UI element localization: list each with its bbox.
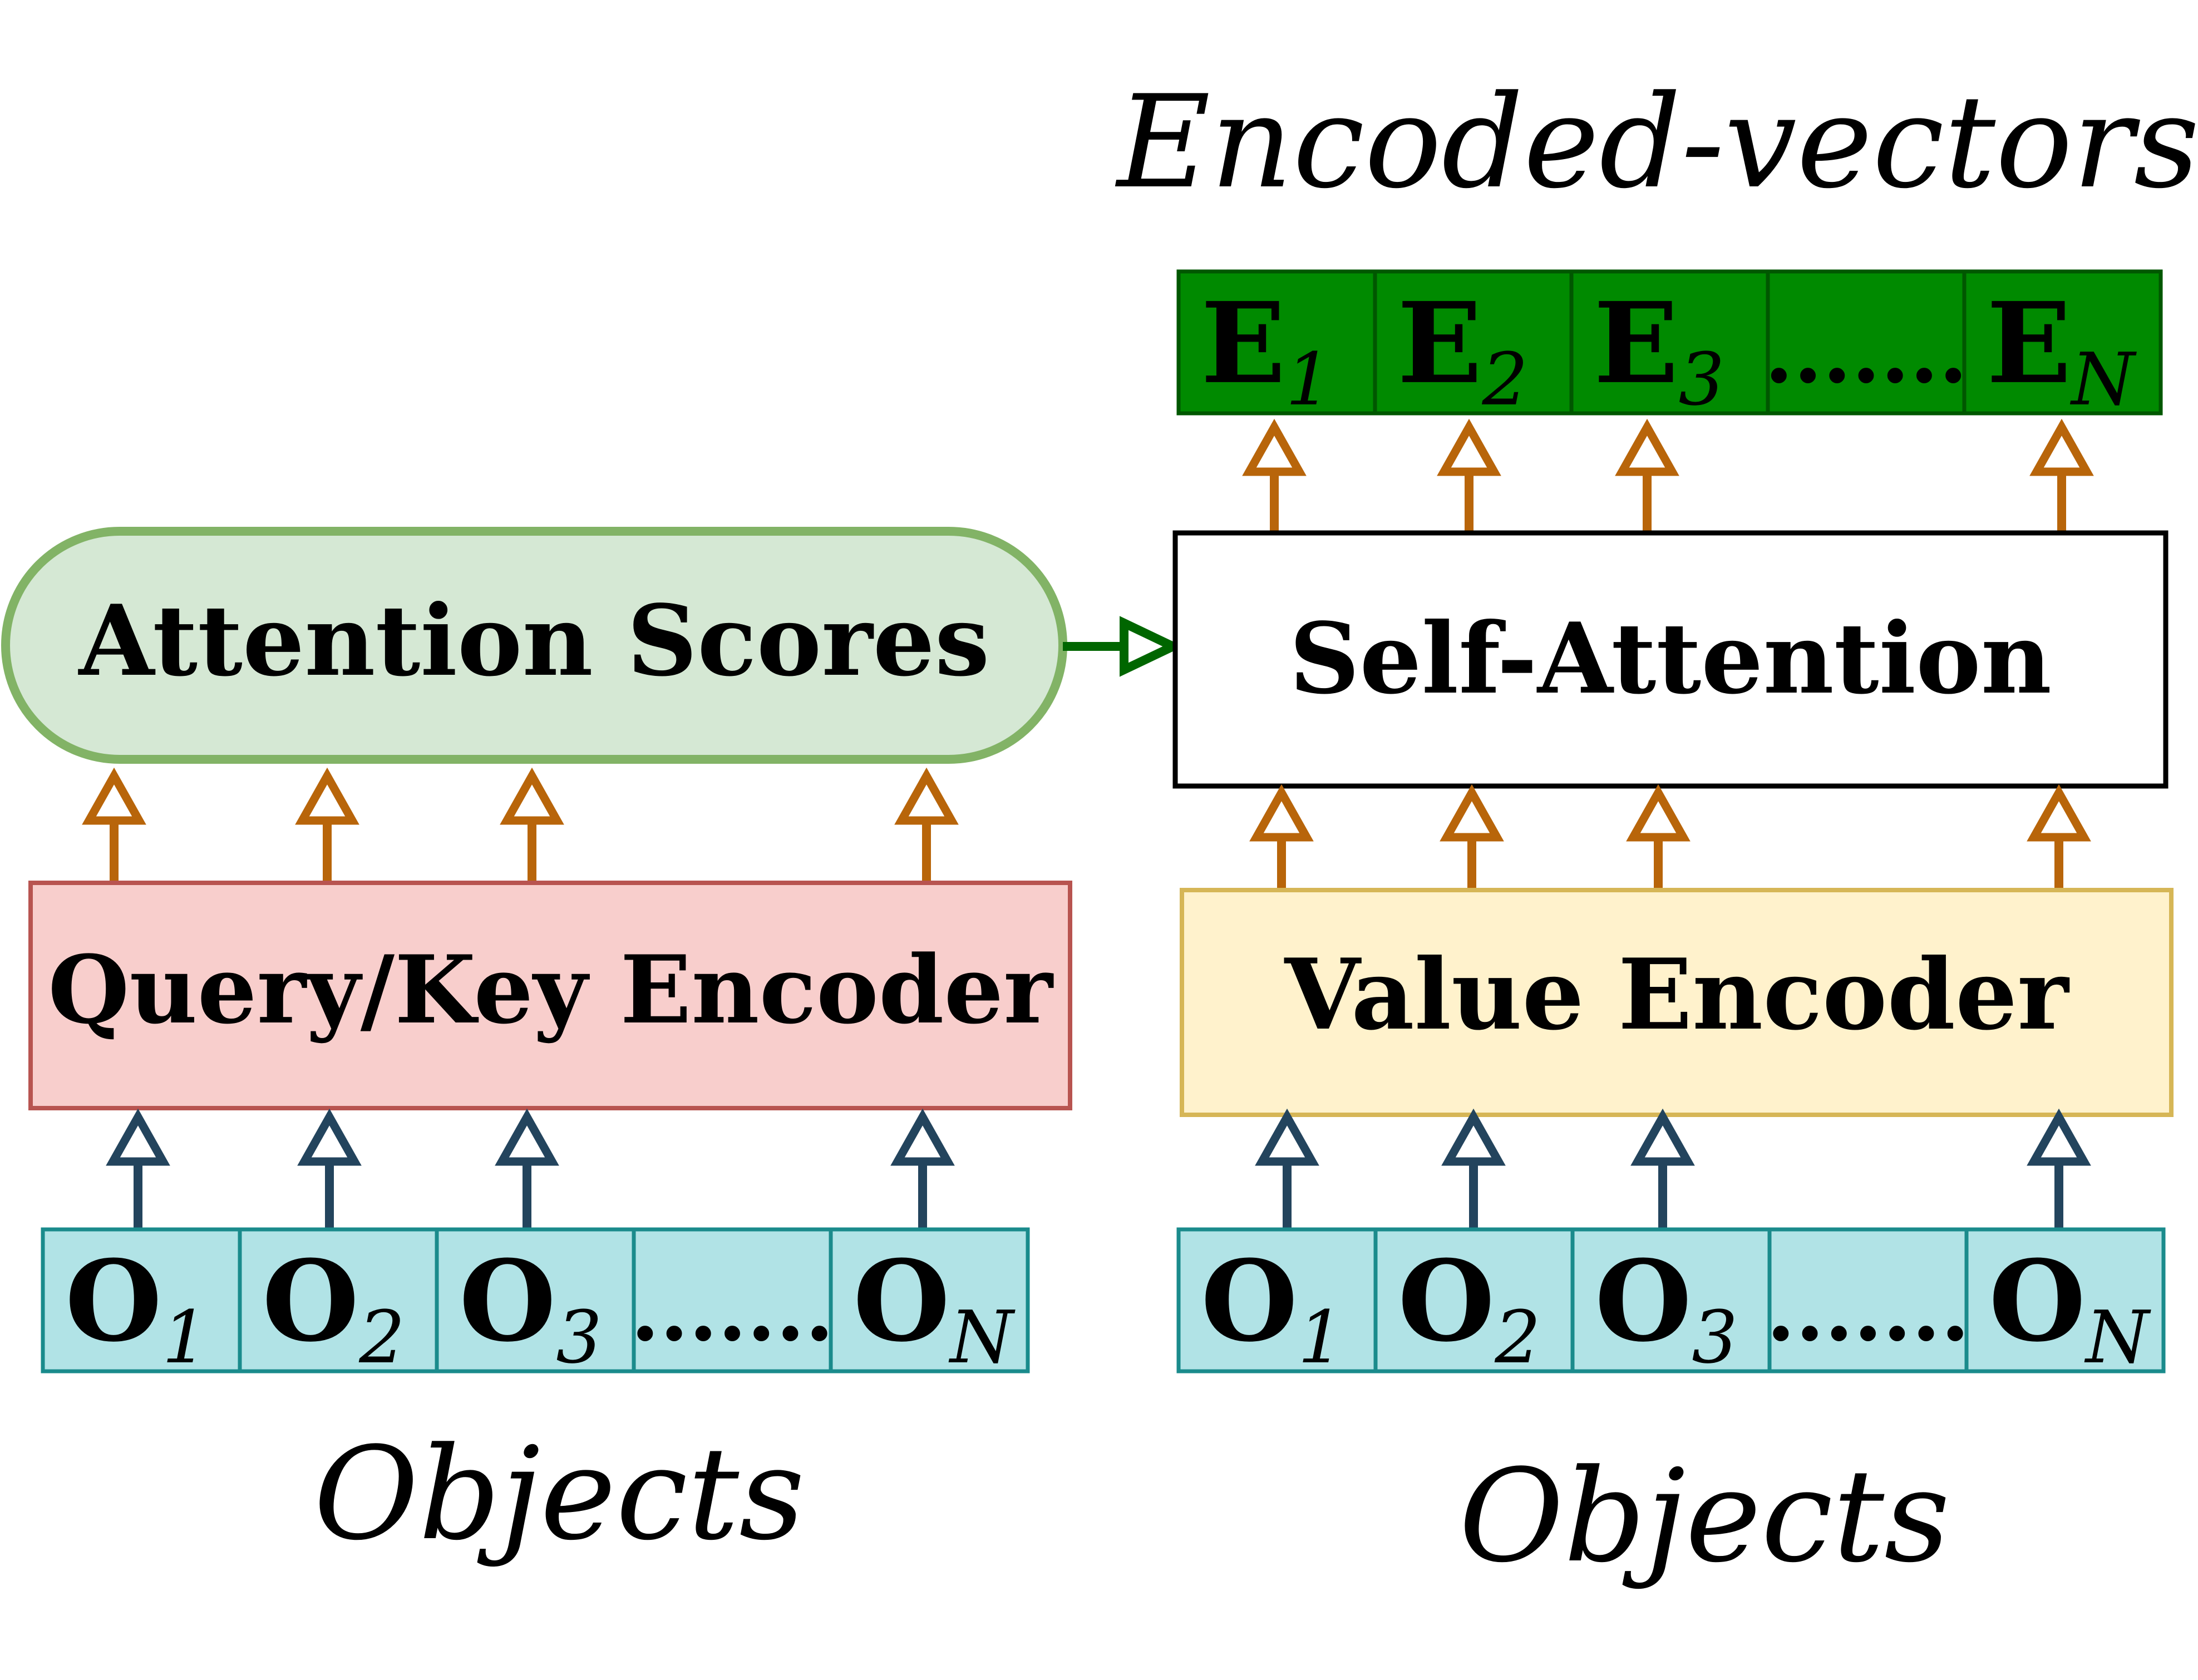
right-object-subscript: 2 [1494,1295,1541,1380]
right-object-label-3: O3 [1595,1236,1738,1380]
qk-arrow-head-4 [894,767,959,825]
value-arrow-head-4 [2027,784,2091,842]
query-key-encoder-box [28,881,1072,1110]
left-object-label-2: O2 [262,1236,405,1380]
left-object-label-3: O3 [459,1236,602,1380]
encoded-vector-subscript: 2 [1481,337,1528,422]
left-object-subscript: N [948,1295,1016,1380]
left-object-cell-1 [41,1227,242,1373]
right-object-ellipsis: ....... [1766,1262,1970,1360]
self-attention-to-encoded-arrows [1242,418,2094,531]
value-encoder-box [1180,888,2174,1117]
encoded-vector-subscript: N [2069,337,2137,422]
value-encoder-label: Value Encoder [1284,938,2070,1052]
left-object-subscript: 3 [556,1295,602,1380]
right-obj-arrow-head-4 [2027,1108,2091,1166]
value-arrow-head-1 [1249,784,1314,842]
encoded-vector-cell-1 [1176,269,1377,416]
left-obj-arrow-head-4 [890,1108,955,1166]
encoded-vector-subscript: 3 [1678,337,1724,422]
encoded-vector-cell-3 [1569,269,1770,416]
right-object-cell-4 [1767,1227,1969,1373]
self-attention-label: Self-Attention [1289,602,2052,716]
attention-scores-label: Attention Scores [78,584,990,698]
top-arrow-head-3 [1615,418,1679,476]
left-object-cell-2 [238,1227,439,1373]
right-obj-arrow-head-2 [1441,1108,1506,1166]
value-to-self-attention-arrows [1249,784,2091,888]
right-object-cell-1 [1176,1227,1378,1373]
encoded-vector-cell-4 [1766,269,1967,416]
left-obj-arrow-head-3 [495,1108,559,1166]
right-object-subscript: 3 [1692,1295,1738,1380]
encoded-vector-ellipsis: ....... [1765,304,1968,402]
right-obj-arrow-head-3 [1630,1108,1695,1166]
left-object-subscript: 1 [162,1295,208,1380]
left-object-ellipsis: ....... [630,1262,834,1360]
left-obj-arrow-head-2 [297,1108,362,1166]
right-obj-arrow-head-1 [1255,1108,1319,1166]
query-key-encoder-label: Query/Key Encoder [48,935,1054,1045]
right-object-subscript: 1 [1298,1295,1344,1380]
top-arrow-head-2 [1437,418,1501,476]
encoded-vector-cell-5 [1962,269,2163,416]
left-object-cell-4 [632,1227,833,1373]
top-arrow-head-4 [2029,418,2094,476]
qk-to-attention-arrows [82,767,959,882]
left-obj-arrow-head-1 [106,1108,170,1166]
left-objects-to-qk-arrows [106,1108,955,1228]
qk-arrow-head-2 [295,767,359,825]
left-object-cell-5 [829,1227,1030,1373]
attention-to-self-attention-arrow [1063,616,1184,677]
self-attention-box [1172,530,2169,789]
right-objects-to-value-arrows [1255,1108,2091,1228]
right-object-cell-5 [1964,1227,2166,1373]
right-object-subscript: N [2084,1295,2151,1380]
encoded-vectors-title: Encoded-vectors [1115,68,2198,217]
value-arrow-head-3 [1626,784,1691,842]
qk-arrow-head-1 [82,767,146,825]
right-objects-caption: Objects [1459,1442,1950,1591]
encoded-vector-subscript: 1 [1285,337,1332,422]
top-arrow-head-1 [1242,418,1307,476]
left-object-subscript: 2 [358,1295,405,1380]
left-objects-caption: Objects [314,1420,805,1569]
value-arrow-head-2 [1440,784,1504,842]
qk-arrow-head-3 [500,767,564,825]
left-object-cell-3 [435,1227,636,1373]
